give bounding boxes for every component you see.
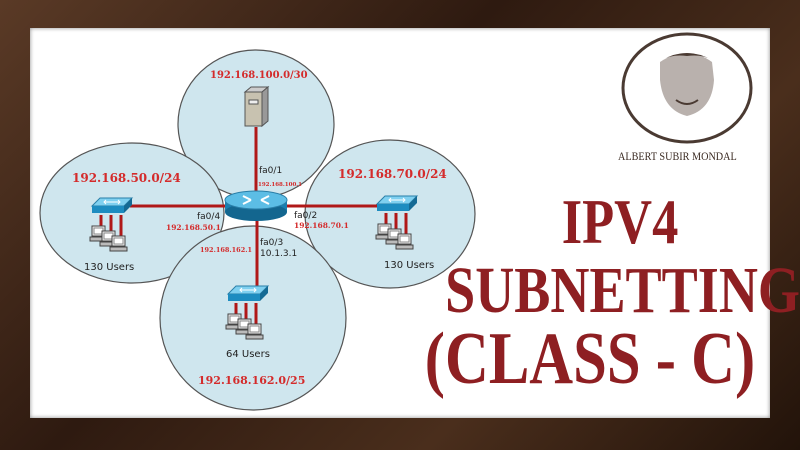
- network-circle-right: [304, 139, 476, 289]
- ip-label-right: 192.168.70.1: [294, 221, 349, 230]
- users-label-bottom: 64 Users: [226, 349, 270, 360]
- author-logo: [621, 32, 753, 144]
- network-circle-bottom: [159, 225, 347, 411]
- router-icon: [224, 190, 288, 221]
- switch-icon-right: [376, 195, 418, 212]
- subnet-label-bottom: 192.168.162.0/25: [198, 374, 305, 387]
- title-line-2: SUBNETTING: [445, 254, 800, 327]
- ip-label-top: 192.168.100.1: [258, 182, 302, 188]
- iface-label-right: fa0/2: [294, 211, 317, 221]
- iface-label-left: fa0/4: [197, 212, 220, 222]
- ip2-label-bottom: 10.1.3.1: [260, 249, 297, 259]
- ip-label-left: 192.168.50.1: [166, 223, 221, 232]
- subnet-label-right: 192.168.70.0/24: [338, 167, 447, 181]
- server-icon: [243, 85, 270, 128]
- users-label-right: 130 Users: [384, 260, 434, 271]
- subnet-label-left: 192.168.50.0/24: [72, 171, 181, 185]
- title-line-1: IPV4: [561, 186, 679, 257]
- switch-icon-left: [91, 197, 133, 214]
- users-label-left: 130 Users: [84, 262, 134, 273]
- subnet-label-top: 192.168.100.0/30: [210, 70, 308, 81]
- switch-icon-bottom: [227, 285, 269, 302]
- ip-label-bottom: 192.168.162.1: [200, 246, 252, 254]
- iface-label-top: fa0/1: [259, 166, 282, 176]
- title-line-3: (CLASS - C): [424, 318, 756, 400]
- author-name: ALBERT SUBIR MONDAL: [618, 149, 737, 163]
- iface-label-bottom: fa0/3: [260, 238, 283, 248]
- network-circle-left: [39, 142, 225, 284]
